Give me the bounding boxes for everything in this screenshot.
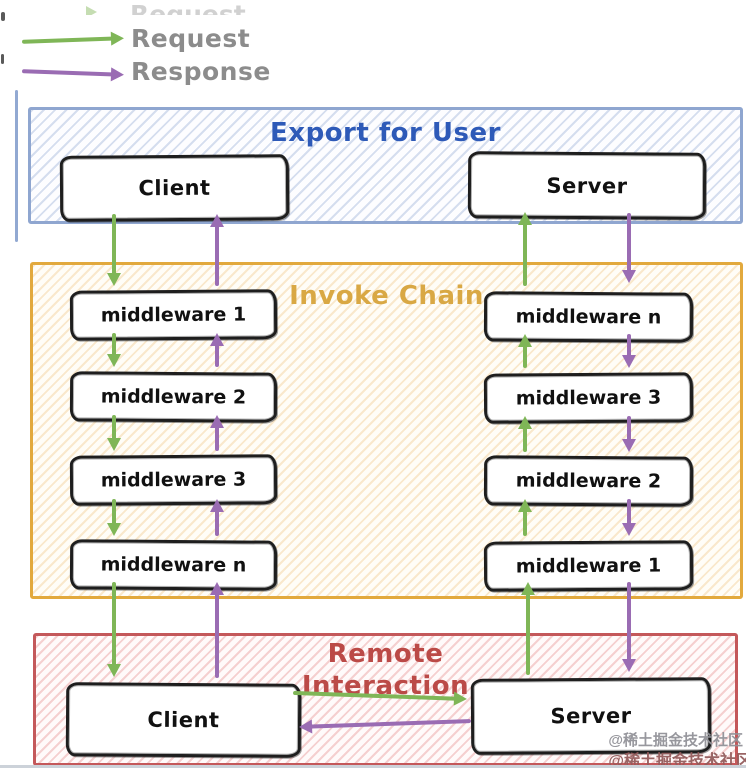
invoke-chain-section: Invoke Chain middleware 1 middleware 2 m… — [30, 262, 743, 599]
request-arrow-up — [518, 212, 532, 286]
request-arrow-up — [518, 334, 532, 368]
response-arrow-up — [210, 333, 224, 367]
response-arrow-up — [210, 499, 224, 536]
server-node-top: Server — [467, 151, 707, 220]
middleware-node-server-2: middleware 2 — [483, 455, 694, 507]
middleware-node-server-n: middleware n — [483, 291, 694, 343]
client-node-bottom: Client — [65, 682, 302, 758]
response-arrow-down — [622, 334, 636, 368]
invoke-chain-title: Invoke Chain — [289, 281, 484, 311]
legend-response-label: Response — [131, 57, 271, 86]
request-arrow-up — [518, 499, 532, 536]
response-arrow-up — [210, 415, 224, 451]
request-arrow-down — [107, 333, 121, 367]
client-node-top: Client — [59, 154, 290, 222]
clipped-legend-label: Request — [130, 0, 246, 15]
request-arrow-icon — [21, 31, 125, 49]
request-arrow-icon — [86, 6, 97, 15]
response-arrow-down — [622, 416, 636, 452]
cropped-edge-mark — [1, 12, 5, 21]
response-arrow-up — [210, 214, 224, 286]
cropped-blue-edge — [15, 90, 18, 242]
response-arrow-down — [622, 499, 636, 536]
remote-interaction-title: Remote — [327, 639, 444, 669]
response-arrow-icon — [21, 64, 125, 82]
middleware-node-server-1: middleware 1 — [483, 540, 694, 592]
middleware-node-client-1: middleware 1 — [69, 289, 278, 341]
remote-interaction-section: Remote Interaction Client Server — [33, 633, 738, 766]
watermark: @稀土掘金技术社区 — [608, 732, 743, 749]
request-arrow-down — [107, 499, 121, 536]
response-arrow-up — [210, 582, 224, 678]
request-arrow-down — [107, 415, 121, 451]
request-arrow-up — [518, 416, 532, 452]
clipped-legend-row: Request — [80, 0, 300, 15]
middleware-node-client-2: middleware 2 — [69, 371, 278, 423]
middleware-node-server-3: middleware 3 — [483, 372, 694, 424]
response-arrow-down — [622, 582, 636, 672]
request-arrow-down — [107, 214, 121, 286]
request-arrow-up — [521, 582, 535, 675]
request-arrow-down — [107, 582, 121, 677]
watermark: @稀土掘金技术社区 — [608, 753, 746, 768]
cropped-edge-mark — [1, 54, 4, 64]
legend-request-label: Request — [131, 24, 251, 53]
cropped-bottom-edge — [0, 765, 746, 768]
response-arrow-down — [622, 213, 636, 283]
middleware-node-client-3: middleware 3 — [69, 454, 278, 506]
export-for-user-section: Export for User Client Server — [28, 107, 743, 224]
middleware-node-client-n: middleware n — [69, 539, 278, 591]
export-for-user-title: Export for User — [270, 118, 501, 148]
